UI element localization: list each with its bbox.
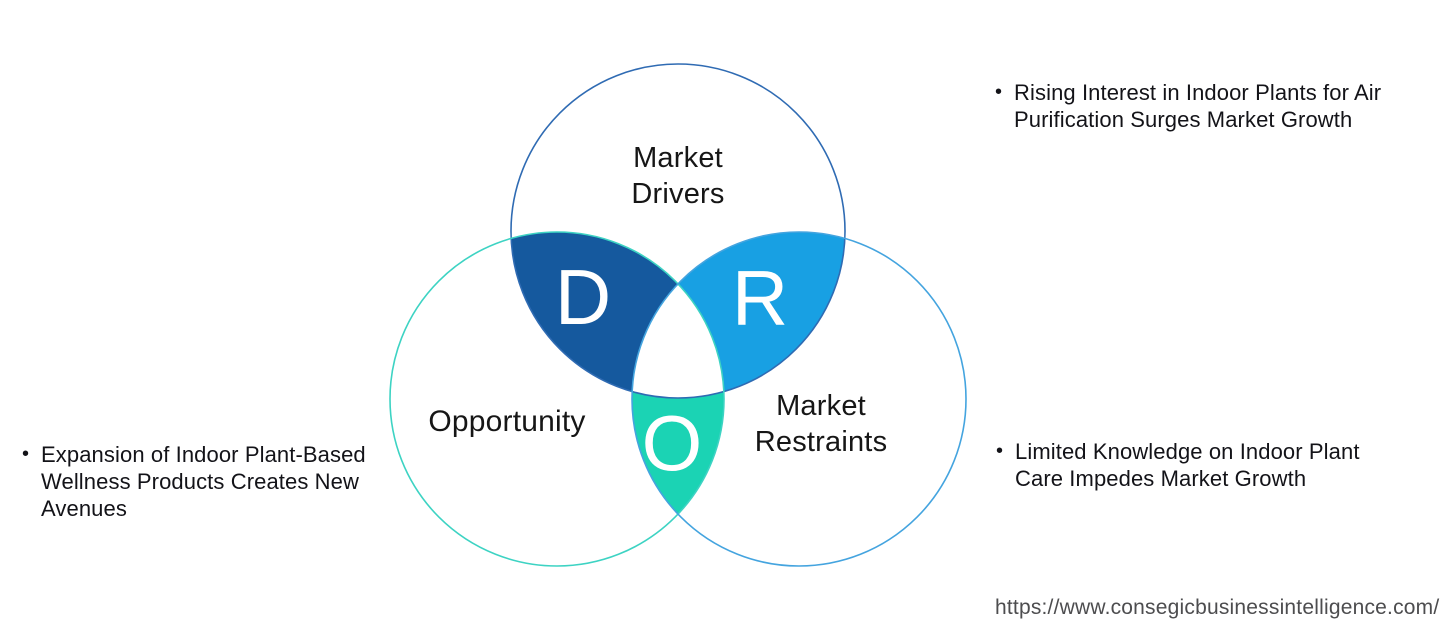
drivers-bullet-text: Rising Interest in Indoor Plants for Air…: [1014, 80, 1382, 132]
opportunity-circle-outline: [389, 231, 725, 567]
bullet-icon: •: [995, 81, 1003, 103]
opportunity-bullet-item: • Expansion of Indoor Plant-Based Wellne…: [22, 441, 422, 522]
opportunity-label: Opportunity: [428, 405, 586, 438]
drivers-bullet-item: • Rising Interest in Indoor Plants for A…: [995, 79, 1435, 133]
drivers-opportunity-overlap: [511, 232, 724, 398]
drivers-circle-outline: [510, 63, 846, 399]
bullet-icon: •: [22, 443, 30, 465]
bullet-icon: •: [996, 440, 1004, 462]
drivers-restraints-overlap: [632, 232, 845, 398]
restraints-circle-outline: [631, 231, 967, 567]
letter-d-drivers-overlap: D: [554, 253, 612, 341]
restraints-bullet-text: Limited Knowledge on Indoor Plant Care I…: [1015, 439, 1360, 491]
source-url: https://www.consegicbusinessintelligence…: [995, 596, 1440, 619]
market-restraints-label: Market Restraints: [754, 390, 888, 458]
market-drivers-label: Market Drivers: [631, 142, 725, 210]
restraints-bullet-item: • Limited Knowledge on Indoor Plant Care…: [996, 438, 1416, 492]
letter-o-opportunity-overlap: O: [641, 399, 703, 487]
opportunity-bullet-text: Expansion of Indoor Plant-Based Wellness…: [41, 442, 366, 521]
letter-r-restraints-overlap: R: [731, 254, 789, 342]
